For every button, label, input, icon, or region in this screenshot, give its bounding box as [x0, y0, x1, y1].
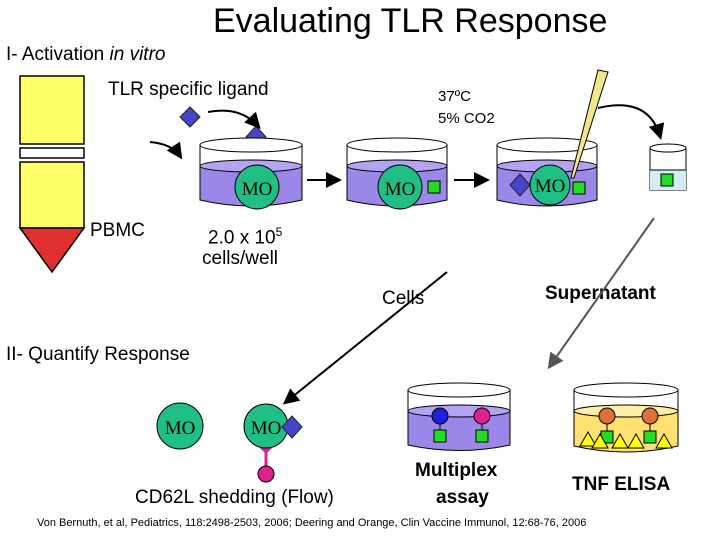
density-exponent: 5	[275, 225, 283, 239]
arrow-pbmc-to-well	[149, 141, 183, 160]
section-activation-italic: in vitro	[109, 44, 166, 65]
pbmc-tube	[18, 75, 86, 274]
multiplex-well	[407, 382, 511, 451]
conditions-temp-label: 37ºC	[438, 88, 471, 105]
culture-well-2: MO	[346, 137, 448, 210]
pbmc-label: PBMC	[90, 220, 145, 241]
section-activation-title: I- Activation in vitro	[6, 44, 165, 66]
cell-mo-3: MO	[535, 176, 566, 197]
ligand-diamond-free	[179, 106, 201, 128]
flow-cell-stimulated: MO	[243, 403, 303, 483]
flow-label: CD62L shedding (Flow)	[135, 487, 334, 508]
ligand-label: TLR specific ligand	[108, 79, 269, 100]
section-quantify-title: II- Quantify Response	[6, 344, 190, 365]
supernatant-tube	[649, 143, 687, 191]
conditions-co2-label: 5% CO2	[438, 110, 495, 127]
citation: Von Bernuth, et al, Pediatrics, 118:2498…	[37, 517, 587, 529]
density-label: 2.0 x 105	[208, 225, 282, 249]
elisa-label: TNF ELISA	[572, 474, 671, 495]
arrow-supernatant-to-tube	[597, 104, 665, 140]
multiplex-label-line2: assay	[436, 487, 489, 508]
cell-mo-2: MO	[385, 179, 416, 200]
culture-well-1: MO	[199, 137, 303, 210]
arrow-ligand-to-well	[207, 109, 261, 129]
flow-cell-unstimulated: MO	[156, 402, 204, 450]
pipette	[570, 69, 609, 179]
cell-mo-1: MO	[242, 179, 273, 200]
section-activation-prefix: I- Activation	[6, 44, 110, 65]
cell-mo-4: MO	[165, 418, 196, 439]
arrow-cells-to-flow	[282, 271, 448, 405]
arrow-supernatant-to-assays	[547, 217, 655, 370]
cells-label: Cells	[382, 288, 425, 309]
density-unit-label: cells/well	[202, 248, 279, 269]
multiplex-label-line1: Multiplex	[415, 460, 498, 481]
cell-mo-5: MO	[251, 418, 282, 439]
page-title: Evaluating TLR Response	[213, 2, 608, 40]
elisa-well	[573, 382, 679, 453]
density-base: 2.0 x 10	[208, 227, 276, 249]
